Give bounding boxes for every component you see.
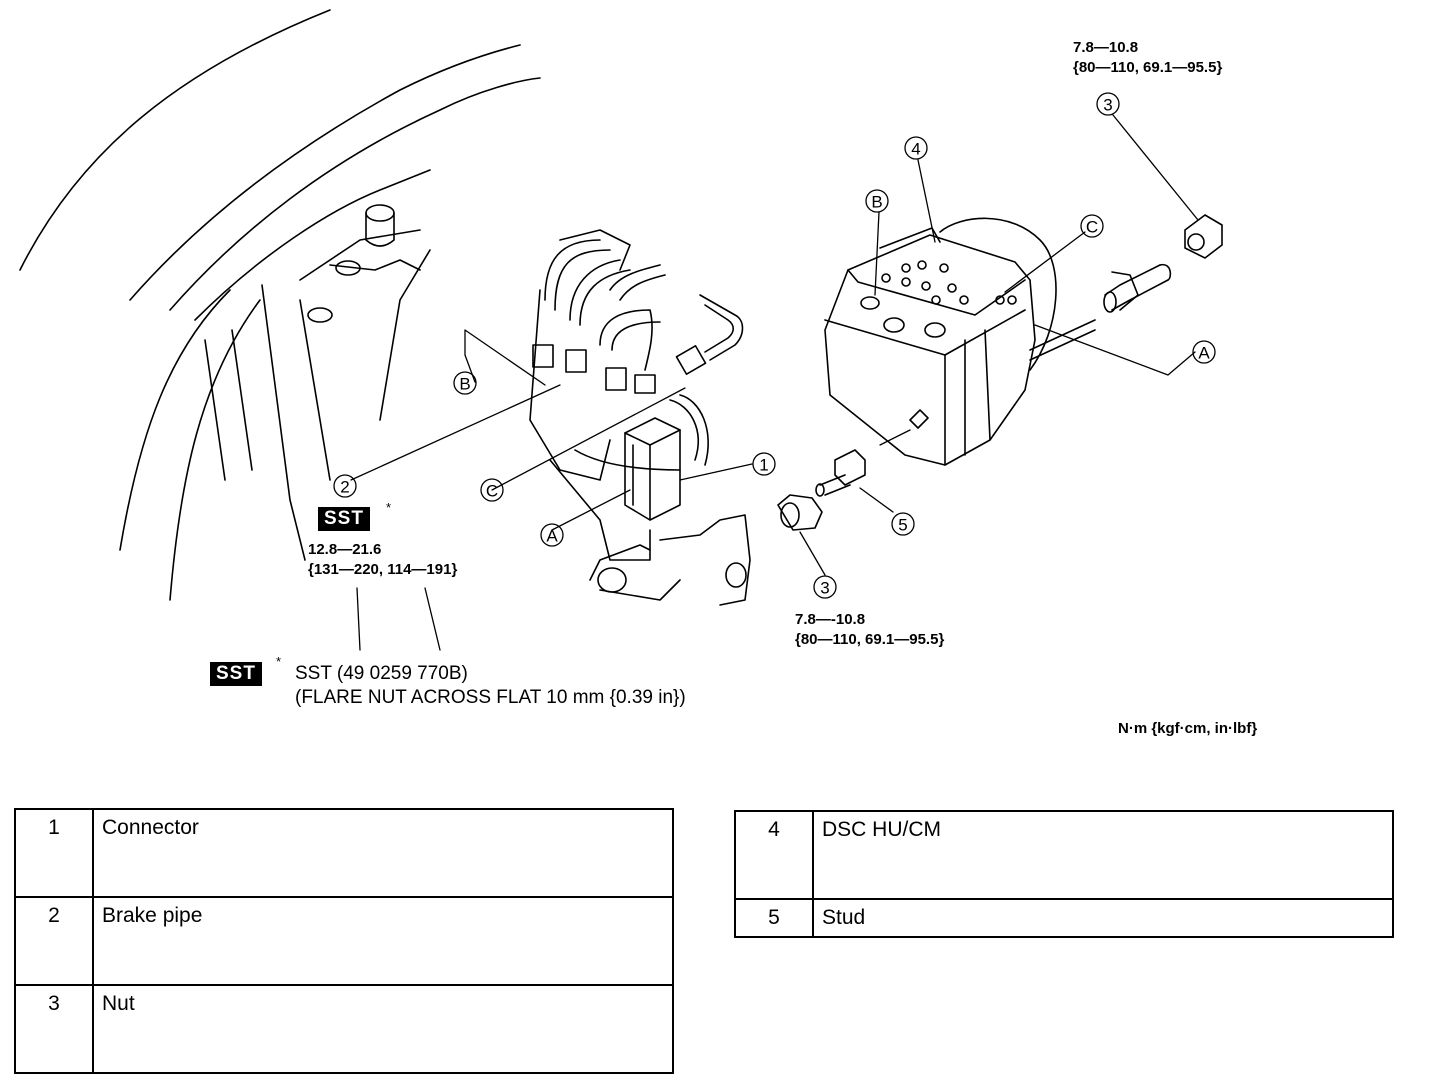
callout-c-left: C — [486, 482, 498, 501]
part-name: Nut — [92, 984, 674, 1074]
callout-b-left: B — [459, 375, 470, 394]
callout-a-right: A — [1198, 344, 1210, 363]
torque-spec-brake-pipe: 12.8—21.6 {131—220, 114—191} — [308, 540, 457, 580]
callout-4: 4 — [911, 140, 920, 159]
part-number: 1 — [14, 808, 94, 898]
callout-b-right: B — [871, 193, 882, 212]
connector-part — [624, 417, 681, 521]
callout-3-bottom: 3 — [820, 579, 829, 598]
torque-top-value: 7.8—10.8 — [1073, 39, 1139, 56]
sst-note: SST (49 0259 770B) (FLARE NUT ACROSS FLA… — [295, 662, 686, 710]
parts-table-right: 4 DSC HU/CM 5 Stud — [734, 810, 1394, 938]
table-row: 5 Stud — [734, 898, 1394, 938]
callout-2: 2 — [340, 478, 349, 497]
callout-a-left: A — [546, 527, 558, 546]
table-row: 4 DSC HU/CM — [734, 810, 1394, 900]
torque-bottom-alt: {80—110, 69.1—95.5} — [795, 631, 945, 648]
part-name: DSC HU/CM — [812, 810, 1394, 900]
bracket-and-pipes — [529, 229, 751, 606]
torque-spec-bottom-nut: 7.8—-10.8 {80—110, 69.1—95.5} — [795, 610, 944, 650]
callout-1: 1 — [759, 456, 768, 475]
table-row: 1 Connector — [14, 808, 674, 898]
part-name: Stud — [812, 898, 1394, 938]
sst-asterisk-pipe: * — [386, 500, 392, 515]
sst-note-line2: (FLARE NUT ACROSS FLAT 10 mm {0.39 in}) — [295, 687, 686, 708]
stud-upper — [1103, 263, 1172, 313]
sst-note-line1: SST (49 0259 770B) — [295, 663, 468, 684]
part-number: 5 — [734, 898, 814, 938]
torque-spec-top-nut: 7.8—10.8 {80—110, 69.1—95.5} — [1073, 38, 1222, 78]
part-name: Brake pipe — [92, 896, 674, 986]
leader-lines — [350, 114, 1199, 651]
torque-pipe-alt: {131—220, 114—191} — [308, 561, 458, 578]
torque-pipe-value: 12.8—21.6 — [308, 541, 382, 558]
stud-lower — [815, 449, 866, 497]
callout-circles — [333, 92, 1216, 599]
nut-upper — [1184, 214, 1223, 259]
torque-top-alt: {80—110, 69.1—95.5} — [1073, 59, 1223, 76]
callout-3-top: 3 — [1103, 96, 1112, 115]
sst-badge-note: SST — [210, 662, 262, 686]
part-number: 4 — [734, 810, 814, 900]
exploded-view-diagram: 1 2 3 3 4 5 A A B B C C — [19, 9, 1223, 651]
sst-badge-pipe: SST — [318, 507, 370, 531]
parts-table-left: 1 Connector 2 Brake pipe 3 Nut — [14, 808, 674, 1074]
part-number: 3 — [14, 984, 94, 1074]
torque-units-legend: N·m {kgf·cm, in·lbf} — [1118, 720, 1258, 737]
table-row: 3 Nut — [14, 984, 674, 1074]
callout-c-right: C — [1086, 218, 1098, 237]
torque-bottom-value: 7.8—-10.8 — [795, 611, 866, 628]
dsc-hu-cm-unit — [824, 217, 1096, 466]
nut-lower — [777, 494, 823, 531]
vehicle-body-panel — [19, 9, 541, 601]
sst-asterisk-note: * — [276, 654, 282, 669]
callout-5: 5 — [898, 516, 907, 535]
table-row: 2 Brake pipe — [14, 896, 674, 986]
part-number: 2 — [14, 896, 94, 986]
part-name: Connector — [92, 808, 674, 898]
